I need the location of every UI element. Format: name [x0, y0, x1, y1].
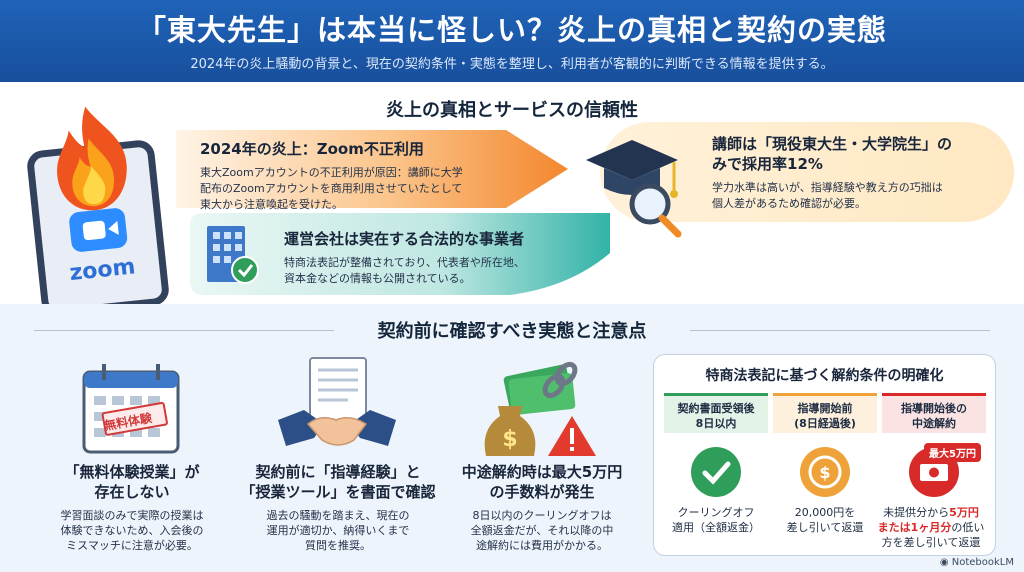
handshake-document-icon — [278, 357, 396, 446]
card-zoom-body: 東大Zoomアカウントの不正利用が原因：講師に大学 配布のZoomアカウントを商… — [200, 166, 463, 211]
col-cancel-body: 8日以内のクーリングオフは 全額返金だが、それ以降の中 途解約には費用がかかる。 — [470, 509, 614, 552]
orange-arrow-banner — [176, 130, 568, 208]
tag-before-start: 指導開始前 (8日経過後) — [773, 393, 877, 433]
flame-icon — [57, 106, 127, 211]
card-legit-body: 特商法表記が整備されており、代表者や所在地、 資本金などの情報も公開されている。 — [284, 256, 525, 285]
col-confirm-body: 過去の騒動を踏まえ、現在の 運用が適切か、納得いくまで 質問を推奨。 — [266, 509, 410, 552]
graduation-cap-magnifier-icon — [586, 140, 682, 238]
svg-text:$: $ — [819, 463, 830, 482]
card-zoom-heading: 2024年の炎上：Zoom不正利用 — [200, 140, 424, 158]
tag-cooling-off: 契約書面受領後 8日以内 — [664, 393, 768, 433]
header-banner: 「東大先生」は本当に怪しい？炎上の真相と契約の実態 2024年の炎上騒動の背景と… — [0, 0, 1024, 82]
zoom-camera-icon — [68, 207, 129, 253]
card-zoom-incident: 2024年の炎上：Zoom不正利用 東大Zoomアカウントの不正利用が原因：講師… — [200, 138, 463, 213]
card-tutors-body: 学力水準は高いが、指導経験や教え方の巧拙は 個人差があるため確認が必要。 — [712, 181, 943, 210]
section-title-trust: 炎上の真相とサービスの信頼性 — [386, 100, 638, 121]
divider-left — [34, 330, 334, 331]
max-fee-badge: 最大5万円 — [924, 443, 981, 462]
divider-right — [690, 330, 990, 331]
coin-minus-icon: $ — [800, 447, 850, 497]
zoom-logo-text: zoom — [68, 254, 137, 287]
check-circle-icon — [691, 447, 741, 497]
card-tutors: 講師は「現役東大生・大学院生」の みで採用率12% 学力水準は高いが、指導経験や… — [712, 134, 952, 212]
col-no-trial: 「無料体験授業」が 存在しない 学習面談のみで実際の授業は 体験できないため、入… — [22, 462, 242, 553]
building-icon — [207, 226, 259, 284]
cancellation-terms-panel: 特商法表記に基づく解約条件の明確化 契約書面受領後 8日以内 指導開始前 (8日… — [653, 354, 996, 556]
dollar-glyph-icon: $ — [502, 427, 517, 452]
calendar-stamp-icon — [82, 364, 180, 454]
section-title-contract: 契約前に確認すべき実態と注意点 — [377, 321, 647, 342]
card-legit-company: 運営会社は実在する合法的な事業者 特商法表記が整備されており、代表者や所在地、 … — [284, 228, 525, 287]
col-no-trial-heading: 「無料体験授業」が 存在しない — [64, 463, 200, 501]
col-no-trial-body: 学習面談のみで実際の授業は 体験できないため、入会後の ミスマッチに注意が必要。 — [60, 509, 204, 552]
tablet-zoom-illustration: zoom — [25, 106, 171, 318]
section-trust: 炎上の真相とサービスの信頼性 zoom 2024年の炎上：Zoom不正利用 東大… — [0, 82, 1024, 318]
teal-curved-band — [190, 213, 610, 295]
notebooklm-brand: ◉ NotebookLM — [939, 557, 1014, 568]
col-cancel-heading: 中途解約時は最大5万円 の手数料が発生 — [461, 463, 623, 501]
desc-before-start: 20,000円を 差し引いて返還 — [786, 506, 864, 534]
money-bag-chain-warning-icon: $ — [484, 361, 596, 456]
page-subtitle: 2024年の炎上騒動の背景と、現在の契約条件・実態を整理し、利用者が客観的に判断… — [190, 57, 834, 72]
notebooklm-logo-icon: ◉ — [939, 557, 952, 568]
page-title: 「東大先生」は本当に怪しい？炎上の真相と契約の実態 — [136, 13, 887, 47]
card-tutors-heading: 講師は「現役東大生・大学院生」の みで採用率12% — [712, 135, 953, 173]
card-legit-heading: 運営会社は実在する合法的な事業者 — [284, 230, 525, 248]
tag-after-start: 指導開始後の 中途解約 — [882, 393, 986, 433]
section-contract: 契約前に確認すべき実態と注意点 無料体験 「無料体験授業」が 存在しない 学習面… — [0, 304, 1024, 572]
col-confirm-heading: 契約前に「指導経験」と 「授業ツール」を書面で確認 — [240, 463, 436, 501]
desc-cooling-off: クーリングオフ 適用（全額返金） — [672, 506, 760, 534]
desc-after-start: 未提供分から5万円 または1ヶ月分の低い 方を差し引いて返還 — [877, 506, 985, 549]
panel-title: 特商法表記に基づく解約条件の明確化 — [705, 368, 944, 384]
col-cancel-fee: 中途解約時は最大5万円 の手数料が発生 8日以内のクーリングオフは 全額返金だが… — [432, 462, 652, 553]
col-confirm-writing: 契約前に「指導経験」と 「授業ツール」を書面で確認 過去の騒動を踏まえ、現在の … — [228, 462, 448, 553]
